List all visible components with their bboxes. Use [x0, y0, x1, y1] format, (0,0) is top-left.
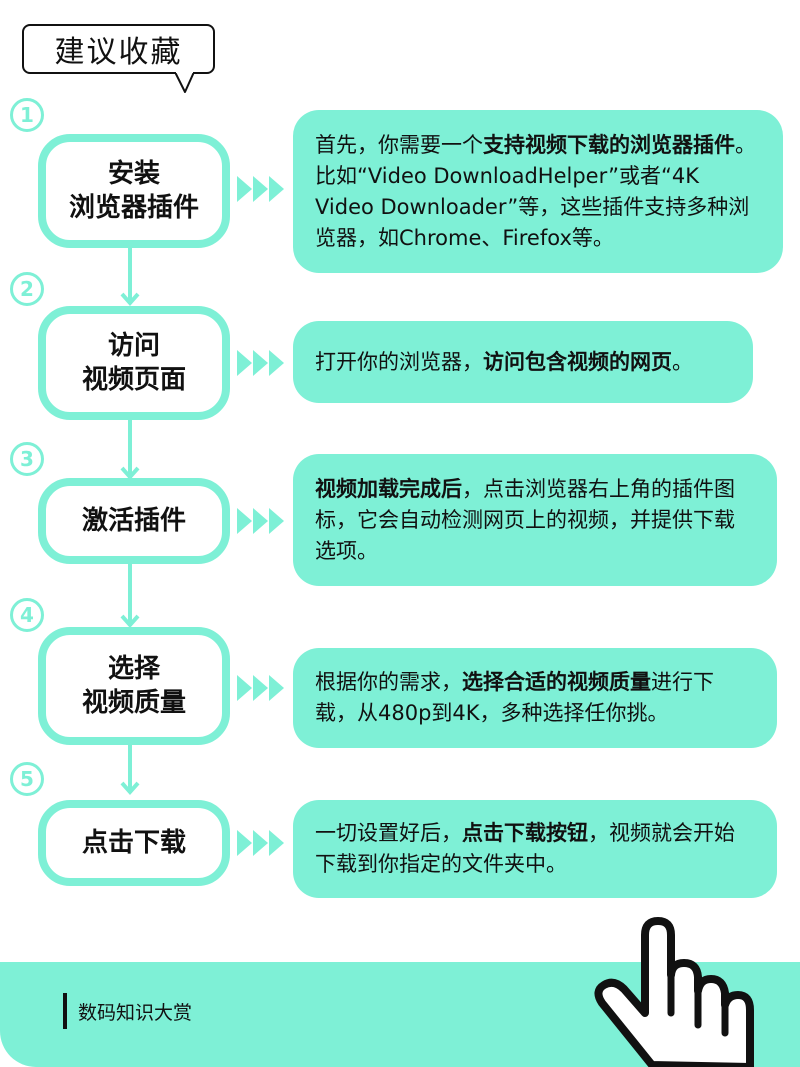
- step-5-title-box: 点击下载: [38, 800, 230, 886]
- step-number-1: 1: [10, 98, 44, 132]
- down-arrow-icon: [120, 564, 140, 630]
- triple-chevron-right-icon: [237, 675, 287, 701]
- bookmark-badge-text: 建议收藏: [54, 35, 183, 70]
- step-number-text: 3: [20, 447, 34, 471]
- step-description-text: 一切设置好后，点击下载按钮，视频就会开始下载到你指定的文件夹中。: [315, 821, 735, 876]
- step-title-line: 访问: [107, 331, 160, 361]
- triple-chevron-right-icon: [237, 176, 287, 202]
- down-arrow-icon: [120, 420, 140, 482]
- down-arrow-icon: [120, 248, 140, 308]
- step-description-text: 打开你的浏览器，访问包含视频的网页。: [315, 349, 693, 374]
- step-title-line: 视频质量: [81, 688, 186, 718]
- step-description-text: 首先，你需要一个支持视频下载的浏览器插件。比如“Video DownloadHe…: [315, 132, 756, 250]
- step-number-text: 1: [20, 103, 34, 127]
- step-title-line: 激活插件: [81, 506, 186, 536]
- step-number-text: 5: [20, 767, 34, 791]
- step-title-line: 安装: [107, 159, 160, 189]
- pointing-hand-icon: [590, 915, 800, 1067]
- step-title-line: 浏览器插件: [68, 193, 199, 223]
- brand-name: 数码知识大赏: [78, 1002, 193, 1024]
- step-3-title-box: 激活插件: [38, 478, 230, 564]
- step-description-text: 根据你的需求，选择合适的视频质量进行下载，从480p到4K，多种选择任你挑。: [315, 670, 714, 725]
- triple-chevron-right-icon: [237, 350, 287, 376]
- step-1-description: 首先，你需要一个支持视频下载的浏览器插件。比如“Video DownloadHe…: [293, 110, 783, 273]
- step-title-line: 选择: [107, 654, 160, 684]
- down-arrow-icon: [120, 745, 140, 797]
- step-number-3: 3: [10, 442, 44, 476]
- step-number-2: 2: [10, 272, 44, 306]
- step-1-title-box: 安装 浏览器插件: [38, 134, 230, 248]
- step-title-line: 视频页面: [81, 365, 186, 395]
- bookmark-badge: 建议收藏: [22, 24, 215, 74]
- step-4-description: 根据你的需求，选择合适的视频质量进行下载，从480p到4K，多种选择任你挑。: [293, 648, 777, 748]
- step-5-description: 一切设置好后，点击下载按钮，视频就会开始下载到你指定的文件夹中。: [293, 800, 777, 898]
- footer-divider: [63, 993, 67, 1029]
- step-number-4: 4: [10, 598, 44, 632]
- step-description-text: 视频加载完成后，点击浏览器右上角的插件图标，它会自动检测网页上的视频，并提供下载…: [315, 476, 735, 563]
- step-number-text: 4: [20, 603, 34, 627]
- triple-chevron-right-icon: [237, 830, 287, 856]
- step-2-description: 打开你的浏览器，访问包含视频的网页。: [293, 321, 753, 403]
- step-title-line: 点击下载: [81, 828, 186, 858]
- step-number-text: 2: [20, 277, 34, 301]
- step-number-5: 5: [10, 762, 44, 796]
- step-2-title-box: 访问 视频页面: [38, 306, 230, 420]
- triple-chevron-right-icon: [237, 508, 287, 534]
- step-3-description: 视频加载完成后，点击浏览器右上角的插件图标，它会自动检测网页上的视频，并提供下载…: [293, 454, 777, 586]
- step-4-title-box: 选择 视频质量: [38, 627, 230, 745]
